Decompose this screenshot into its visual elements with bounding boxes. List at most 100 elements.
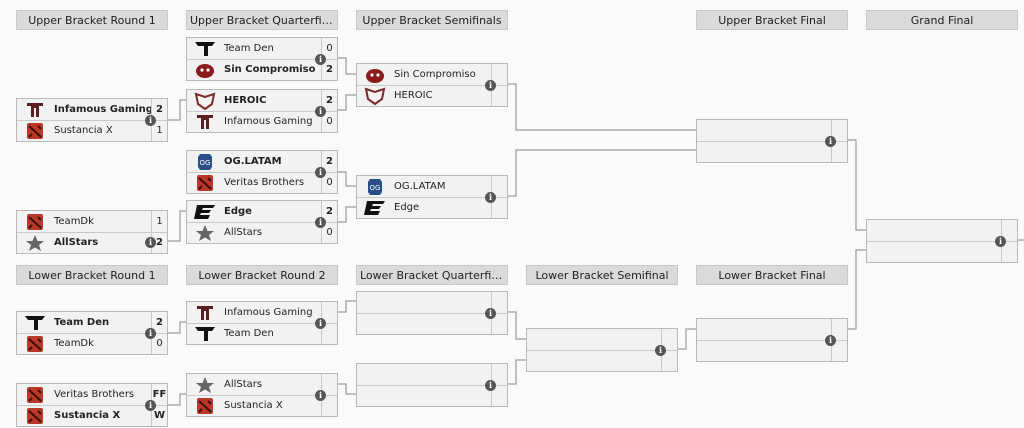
team-row[interactable]: OG OG.LATAM bbox=[357, 176, 507, 198]
infamous-logo-icon bbox=[27, 102, 43, 117]
dota-logo-icon bbox=[197, 397, 213, 414]
match-ub-r1-2[interactable]: TeamDk 1 AllStars 2 i bbox=[16, 210, 168, 254]
team-row[interactable]: Sin Compromiso 2 bbox=[187, 59, 337, 80]
match-info-icon[interactable]: i bbox=[315, 390, 326, 401]
team-row[interactable]: Sustancia X 1 bbox=[17, 120, 167, 141]
match-info-icon[interactable]: i bbox=[485, 80, 496, 91]
match-info-icon[interactable]: i bbox=[315, 167, 326, 178]
match-lb-r1-1[interactable]: Team Den 2 TeamDk 0 i bbox=[16, 311, 168, 355]
match-ub-qf-1[interactable]: Team Den 0 Sin Compromiso 2 i bbox=[186, 37, 338, 81]
team-score bbox=[321, 374, 337, 395]
team-row[interactable]: OG OG.LATAM 2 bbox=[187, 151, 337, 173]
team-row[interactable]: Infamous Gaming 2 bbox=[17, 99, 167, 121]
match-ub-sf-2[interactable]: OG OG.LATAM Edge i bbox=[356, 175, 508, 219]
match-lb-sf[interactable]: i bbox=[526, 328, 678, 372]
team-row[interactable]: Veritas Brothers 0 bbox=[187, 172, 337, 193]
team-score: 2 bbox=[151, 312, 167, 333]
team-row[interactable]: Team Den 2 bbox=[17, 312, 167, 334]
team-name: Edge bbox=[394, 202, 420, 213]
team-score: 0 bbox=[151, 333, 167, 354]
team-row[interactable]: HEROIC bbox=[357, 85, 507, 106]
allstars-logo-icon bbox=[196, 224, 214, 241]
team-name: TeamDk bbox=[54, 216, 94, 227]
match-ub-qf-4[interactable]: Edge 2 AllStars 0 i bbox=[186, 200, 338, 244]
match-info-icon[interactable]: i bbox=[825, 136, 836, 147]
team-row[interactable]: Team Den 0 bbox=[187, 38, 337, 60]
infamous-logo-icon bbox=[197, 114, 213, 129]
team-name: Infamous Gaming bbox=[224, 116, 313, 127]
team-row[interactable]: HEROIC 2 bbox=[187, 90, 337, 112]
match-lb-r1-2[interactable]: Veritas Brothers FF Sustancia X W i bbox=[16, 383, 168, 427]
match-info-icon[interactable]: i bbox=[825, 335, 836, 346]
match-lb-qf-1[interactable]: i bbox=[356, 291, 508, 335]
og-logo-icon: OG bbox=[368, 178, 382, 195]
team-row[interactable]: Infamous Gaming 0 bbox=[187, 111, 337, 132]
team-row[interactable]: TeamDk 0 bbox=[17, 333, 167, 354]
team-row[interactable]: Team Den bbox=[187, 323, 337, 344]
dota-logo-icon bbox=[27, 335, 43, 352]
match-info-icon[interactable]: i bbox=[145, 115, 156, 126]
dota-logo-icon bbox=[197, 174, 213, 191]
match-info-icon[interactable]: i bbox=[145, 400, 156, 411]
edge-logo-icon bbox=[364, 200, 385, 215]
heroic-logo-icon bbox=[194, 92, 216, 110]
match-ub-qf-2[interactable]: HEROIC 2 Infamous Gaming 0 i bbox=[186, 89, 338, 133]
og-logo-icon: OG bbox=[198, 153, 212, 170]
match-ub-final[interactable]: i bbox=[696, 119, 848, 163]
team-row[interactable]: Edge bbox=[357, 197, 507, 218]
team-name: Team Den bbox=[224, 43, 274, 54]
match-info-icon[interactable]: i bbox=[315, 106, 326, 117]
match-ub-qf-3[interactable]: OG OG.LATAM 2 Veritas Brothers 0 i bbox=[186, 150, 338, 194]
match-info-icon[interactable]: i bbox=[145, 237, 156, 248]
team-row[interactable]: TeamDk 1 bbox=[17, 211, 167, 233]
team-name: Infamous Gaming bbox=[54, 104, 151, 115]
match-info-icon[interactable]: i bbox=[485, 192, 496, 203]
team-score: W bbox=[151, 405, 167, 426]
team-score bbox=[491, 197, 507, 218]
match-info-icon[interactable]: i bbox=[485, 380, 496, 391]
team-name: HEROIC bbox=[224, 95, 267, 106]
team-row[interactable]: Infamous Gaming bbox=[187, 302, 337, 324]
team-row[interactable]: Edge 2 bbox=[187, 201, 337, 223]
match-info-icon[interactable]: i bbox=[655, 345, 666, 356]
team-name: AllStars bbox=[54, 237, 99, 248]
edge-logo-icon bbox=[194, 204, 215, 219]
match-grand-final[interactable]: i bbox=[866, 219, 1018, 263]
teamden-logo-icon bbox=[25, 315, 45, 330]
team-name: Team Den bbox=[224, 328, 274, 339]
team-name: AllStars bbox=[224, 379, 263, 390]
match-lb-final[interactable]: i bbox=[696, 318, 848, 362]
team-name: Sustancia X bbox=[54, 125, 113, 136]
match-info-icon[interactable]: i bbox=[315, 54, 326, 65]
match-ub-r1-1[interactable]: Infamous Gaming 2 Sustancia X 1 i bbox=[16, 98, 168, 142]
dota-logo-icon bbox=[27, 122, 43, 139]
match-info-icon[interactable]: i bbox=[995, 236, 1006, 247]
match-info-icon[interactable]: i bbox=[315, 217, 326, 228]
team-score bbox=[491, 176, 507, 197]
header-grand-final: Grand Final bbox=[866, 10, 1018, 30]
heroic-logo-icon bbox=[364, 87, 386, 105]
team-name: Sin Compromiso bbox=[394, 69, 476, 80]
allstars-logo-icon bbox=[196, 376, 214, 393]
header-ub-final: Upper Bracket Final bbox=[696, 10, 848, 30]
team-row[interactable]: Sin Compromiso bbox=[357, 64, 507, 86]
teamden-logo-icon bbox=[195, 326, 215, 341]
match-lb-r2-2[interactable]: AllStars Sustancia X i bbox=[186, 373, 338, 417]
match-lb-r2-1[interactable]: Infamous Gaming Team Den i bbox=[186, 301, 338, 345]
dota-logo-icon bbox=[27, 386, 43, 403]
match-info-icon[interactable]: i bbox=[145, 328, 156, 339]
match-ub-sf-1[interactable]: Sin Compromiso HEROIC i bbox=[356, 63, 508, 107]
team-row[interactable]: Sustancia X W bbox=[17, 405, 167, 426]
match-info-icon[interactable]: i bbox=[315, 318, 326, 329]
team-row[interactable]: Veritas Brothers FF bbox=[17, 384, 167, 406]
team-row[interactable]: AllStars bbox=[187, 374, 337, 396]
allstars-logo-icon bbox=[26, 234, 44, 251]
match-info-icon[interactable]: i bbox=[485, 308, 496, 319]
team-score bbox=[491, 64, 507, 85]
match-lb-qf-2[interactable]: i bbox=[356, 363, 508, 407]
team-score: 1 bbox=[151, 120, 167, 141]
team-score: 2 bbox=[151, 99, 167, 120]
team-row[interactable]: AllStars 0 bbox=[187, 222, 337, 243]
team-row[interactable]: Sustancia X bbox=[187, 395, 337, 416]
